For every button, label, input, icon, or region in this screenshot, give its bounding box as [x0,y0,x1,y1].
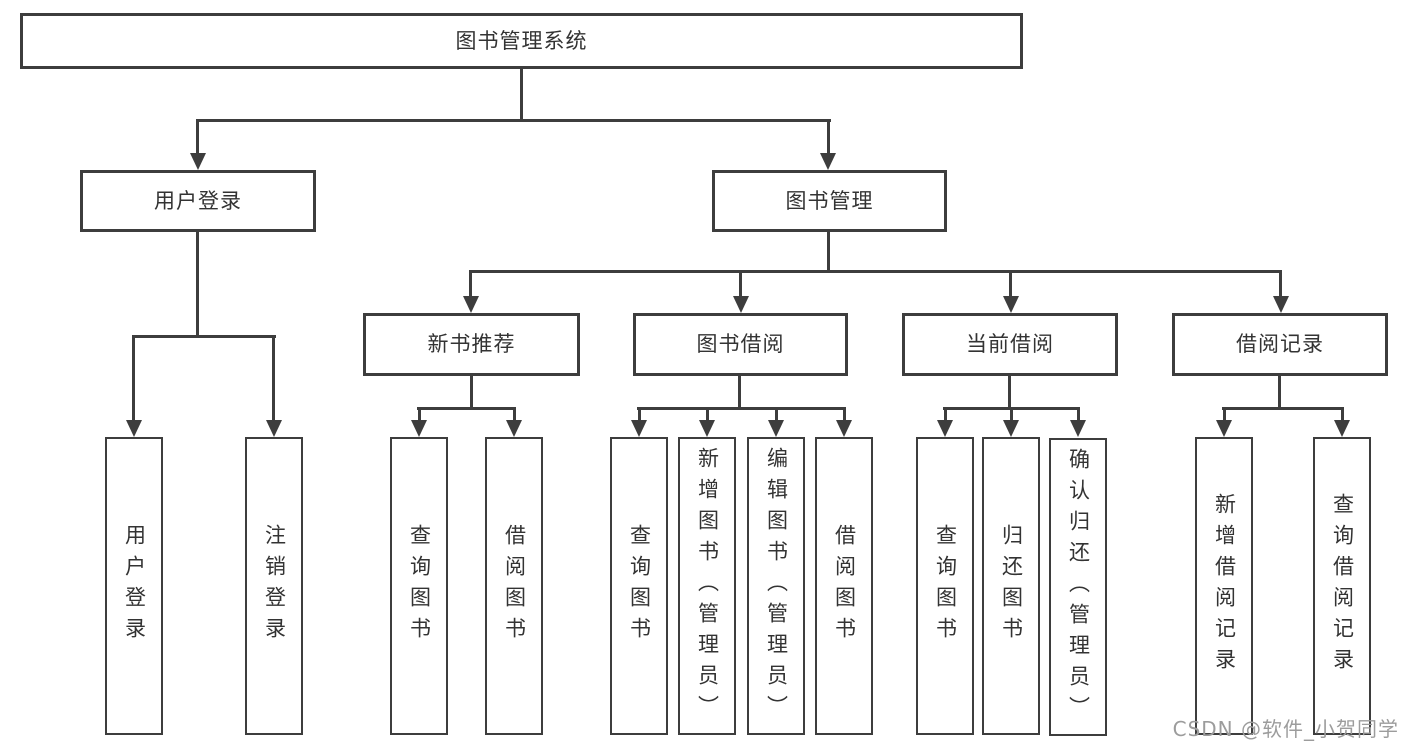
connector-new-books-rail [417,407,516,410]
connector-borrow-records-drop [1279,270,1282,298]
connector-book-mgmt-drop [827,119,830,155]
arrow-down-icon [1003,420,1019,437]
node-library-system-label: 图书管理系统 [455,28,588,53]
leaf-current-confirm-return-label: 确认归还（管理员） [1066,447,1091,727]
arrow-down-icon [733,296,749,313]
node-borrow-records: 借阅记录 [1172,313,1388,376]
connector-borrow-records-stem [1278,376,1281,409]
connector-leaf-drop [843,407,846,422]
connector-leaf-drop [418,407,421,422]
arrow-down-icon [1070,420,1086,437]
node-user-login: 用户登录 [80,170,316,232]
connector-leaf-drop [638,407,641,422]
node-new-book-recommend: 新书推荐 [363,313,580,376]
leaf-logout-label: 注销登录 [262,524,287,648]
connector-user-login-stem [196,232,199,337]
leaf-user-login: 用户登录 [105,437,163,735]
csdn-watermark: CSDN @软件_小贺同学 [1172,717,1399,741]
connector-new-books-drop [469,270,472,298]
arrow-down-icon [126,420,142,437]
leaf-records-add: 新增借阅记录 [1195,437,1253,735]
arrow-down-icon [937,420,953,437]
connector-level3-rail [469,270,1282,273]
node-borrow-records-label: 借阅记录 [1236,332,1324,356]
connector-leaf-drop [706,407,709,422]
leaf-current-query: 查询图书 [916,437,974,735]
node-current-borrow-label: 当前借阅 [966,332,1054,356]
arrow-down-icon [631,420,647,437]
leaf-borrow-edit-book-label: 编辑图书（管理员） [764,446,789,726]
node-book-management-label: 图书管理 [785,188,874,213]
leaf-current-query-label: 查询图书 [933,524,958,648]
arrow-down-icon [1003,296,1019,313]
leaf-borrow-add-book: 新增图书（管理员） [678,437,736,735]
leaf-borrow-query-label: 查询图书 [627,524,652,648]
connector-leaf-drop [775,407,778,422]
leaf-logout: 注销登录 [245,437,303,735]
leaf-newbooks-query-label: 查询图书 [407,524,432,648]
connector-borrow-records-rail [1222,407,1344,410]
leaf-current-confirm-return: 确认归还（管理员） [1049,438,1107,736]
connector-book-borrow-rail [637,407,846,410]
leaf-current-return: 归还图书 [982,437,1040,735]
connector-leaf-drop [944,407,947,422]
connector-new-books-stem [470,376,473,409]
connector-leaf-drop [513,407,516,422]
connector-book-mgmt-stem [827,232,830,272]
node-book-borrow: 图书借阅 [633,313,848,376]
connector-leaf-drop [1077,407,1080,422]
leaf-records-add-label: 新增借阅记录 [1212,493,1237,679]
leaf-borrow-edit-book: 编辑图书（管理员） [747,437,805,735]
leaf-borrow-book: 借阅图书 [815,437,873,735]
arrow-down-icon [820,153,836,170]
leaf-user-login-label: 用户登录 [122,524,147,648]
node-new-book-recommend-label: 新书推荐 [427,332,516,356]
leaf-newbooks-borrow-label: 借阅图书 [502,524,527,648]
connector-root-stem [520,69,523,121]
arrow-down-icon [836,420,852,437]
arrow-down-icon [506,420,522,437]
leaf-borrow-book-label: 借阅图书 [832,524,857,648]
connector-leaf-drop [1341,407,1344,422]
leaf-records-query: 查询借阅记录 [1313,437,1371,735]
connector-current-borrow-stem [1008,376,1011,409]
connector-user-login-rail [132,335,276,338]
leaf-records-query-label: 查询借阅记录 [1330,493,1355,679]
arrow-down-icon [463,296,479,313]
connector-book-borrow-drop [739,270,742,298]
leaf-borrow-query: 查询图书 [610,437,668,735]
leaf-current-return-label: 归还图书 [999,524,1024,648]
arrow-down-icon [190,153,206,170]
arrow-down-icon [699,420,715,437]
node-book-management: 图书管理 [712,170,947,232]
arrow-down-icon [1216,420,1232,437]
connector-logout-leaf-drop [272,335,275,422]
arrow-down-icon [1334,420,1350,437]
node-book-borrow-label: 图书借阅 [696,332,785,356]
connector-login-leaf-drop [132,335,135,422]
arrow-down-icon [1273,296,1289,313]
connector-level2-rail [196,119,831,122]
arrow-down-icon [266,420,282,437]
connector-leaf-drop [1223,407,1226,422]
arrow-down-icon [411,420,427,437]
connector-book-borrow-stem [738,376,741,409]
leaf-borrow-add-book-label: 新增图书（管理员） [695,446,720,726]
arrow-down-icon [768,420,784,437]
leaf-newbooks-borrow: 借阅图书 [485,437,543,735]
connector-user-login-drop [196,119,199,155]
node-current-borrow: 当前借阅 [902,313,1118,376]
connector-current-borrow-drop [1009,270,1012,298]
node-user-login-label: 用户登录 [154,188,242,213]
leaf-newbooks-query: 查询图书 [390,437,448,735]
connector-leaf-drop [1010,407,1013,422]
node-library-system: 图书管理系统 [20,13,1023,69]
